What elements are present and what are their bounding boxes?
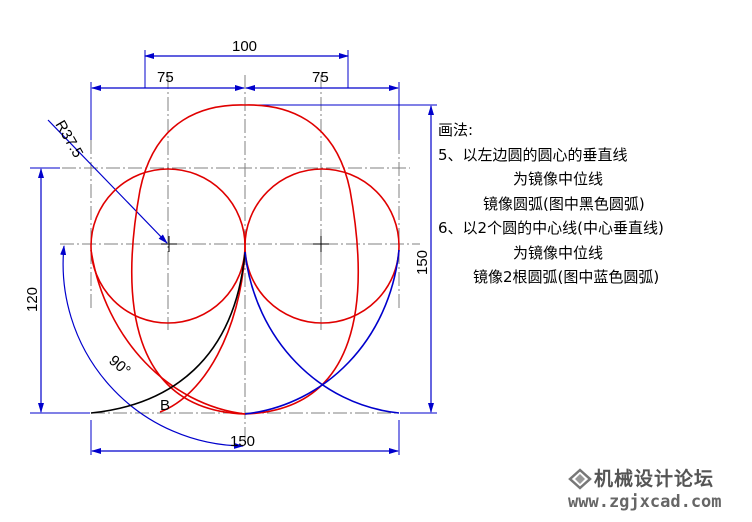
dim-text-left-height: 120 [24,287,41,312]
notes-step6-line1: 6、以2个圆的中心线(中心垂直线) [438,219,664,237]
blue-arc-1 [244,251,400,414]
dim-text-top-right: 75 [312,69,329,86]
notes-heading: 画法: [438,121,474,139]
center-marks [161,236,329,252]
instruction-notes: 画法: 5、以左边圆的圆心的垂直线 为镜像中位线 镜像圆弧(图中黑色圆弧) 6、… [438,118,748,290]
forum-logo-icon [568,468,592,490]
dim-arc-angle [60,245,244,449]
watermark-title: 机械设计论坛 [594,468,715,490]
notes-step5-line1: 5、以左边圆的圆心的垂直线 [438,145,628,164]
notes-step6-line2: 为镜像中位线 [513,243,604,262]
blue-mirror-arcs [244,249,400,415]
black-mirror-arc [90,251,246,414]
right-circle [244,168,400,324]
dim-text-top-left: 75 [157,69,174,86]
dim-text-top-total: 100 [232,38,257,55]
watermark: 机械设计论坛 www.zgjxcad.com [560,462,750,522]
blue-arc-2 [244,249,400,415]
notes-step5-line2: 为镜像中位线 [513,170,604,188]
dimension-lines [38,53,434,454]
dim-text-bottom-width: 150 [230,433,255,450]
red-arc-mid [159,251,246,413]
dim-text-radius: R37.5 [52,118,87,161]
centerlines [40,75,420,440]
point-label-b: B [160,397,170,414]
watermark-url: www.zgjxcad.com [568,492,722,512]
dim-text-angle: 90° [105,352,133,380]
dim-text-right-height: 150 [414,250,431,275]
dim-line-radius [47,119,168,244]
egg-outline [131,104,359,415]
red-geometry [90,104,400,415]
notes-step5-line3: 镜像圆弧(图中黑色圆弧) [483,194,645,213]
notes-step6-line3: 镜像2根圆弧(图中蓝色圆弧) [473,268,660,286]
red-arc-left [90,249,246,415]
